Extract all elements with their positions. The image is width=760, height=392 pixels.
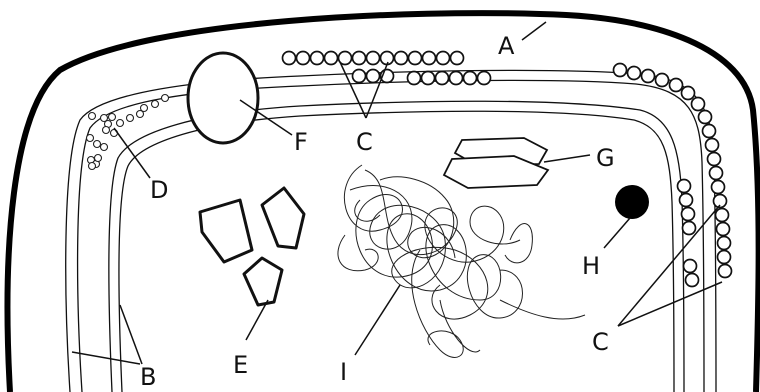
bead-chain-right-inner	[678, 180, 699, 287]
oval-organelle	[188, 53, 258, 143]
leader-line-a	[522, 22, 546, 40]
label-g: G	[596, 144, 615, 172]
leader-line-d	[114, 128, 150, 178]
leader-line-c-right1	[618, 205, 720, 326]
dark-sphere	[615, 185, 649, 219]
label-h: H	[582, 252, 600, 280]
leader-line-b2	[120, 305, 142, 364]
label-e: E	[233, 351, 248, 379]
pentagon-shape-left	[200, 200, 252, 262]
pentagon-shape-bottom	[244, 258, 282, 305]
bead-chain-top-row-1	[283, 52, 464, 65]
label-c-right: C	[592, 328, 609, 356]
label-b: B	[140, 363, 156, 391]
label-a: A	[498, 32, 515, 60]
label-i: I	[340, 358, 347, 386]
leader-line-g	[544, 155, 590, 162]
leader-line-b1	[72, 352, 140, 364]
leader-line-c-right2	[618, 282, 722, 326]
leader-line-i	[355, 285, 400, 355]
cell-membrane-inner-line	[78, 80, 704, 392]
pentagon-shape-right	[262, 188, 304, 248]
label-d: D	[150, 176, 168, 204]
leader-line-h	[604, 218, 630, 248]
tangled-strand	[338, 165, 585, 357]
label-c-top: C	[356, 128, 373, 156]
label-f: F	[294, 128, 308, 156]
